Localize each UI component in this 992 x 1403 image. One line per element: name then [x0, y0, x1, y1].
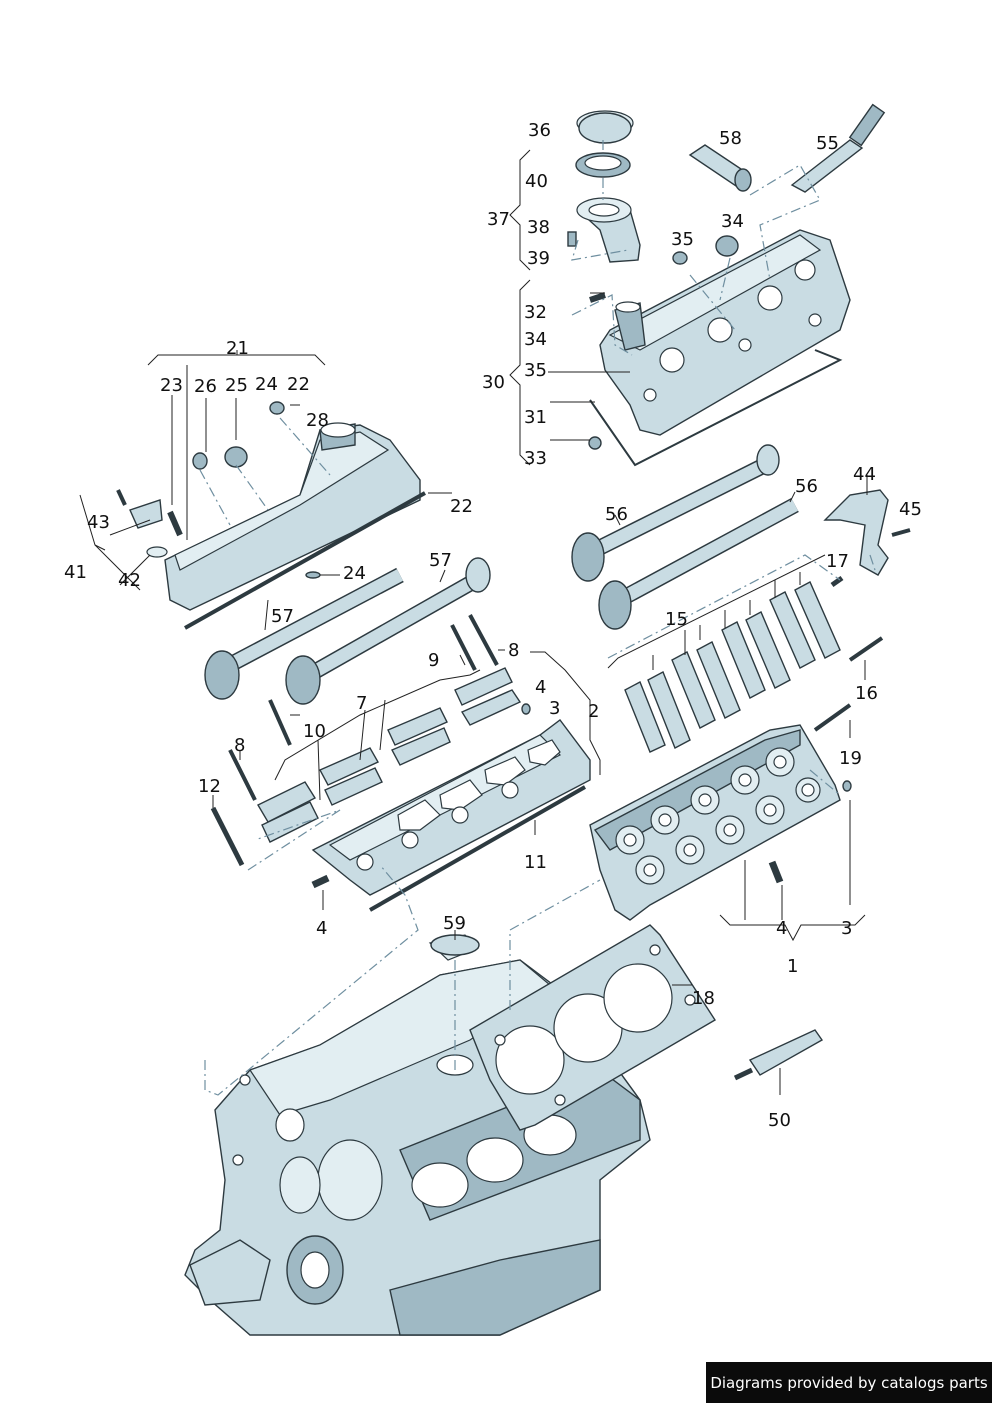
callout-15: 15: [665, 609, 688, 630]
callout-44: 44: [853, 464, 876, 485]
callout-38: 38: [527, 217, 550, 238]
crankcase-breather-hose: [688, 144, 752, 192]
callout-labels: 36 40 37 38 39 58 55 35 34 32 34 30 35 3…: [64, 120, 922, 1131]
callout-8: 8: [508, 640, 519, 661]
callout-59: 59: [443, 913, 466, 934]
callout-24: 24: [255, 374, 278, 395]
left-valve-cover-gasket: [184, 491, 426, 630]
callout-3: 3: [549, 698, 560, 719]
callout-50: 50: [768, 1110, 791, 1131]
callout-32: 32: [524, 302, 547, 323]
callout-34: 34: [524, 329, 547, 350]
callout-35: 35: [671, 229, 694, 250]
callout-19: 19: [839, 748, 862, 769]
callout-4: 4: [776, 918, 787, 939]
callout-16: 16: [855, 683, 878, 704]
oil-filler-assembly: [567, 110, 641, 263]
right-camshaft-bearing-caps: [624, 581, 841, 753]
left-camshaft-bearing-caps: [257, 667, 522, 843]
callout-23: 23: [160, 375, 183, 396]
left-valve-cover: [164, 422, 421, 611]
left-camshafts: [204, 557, 491, 705]
callout-18: 18: [692, 988, 715, 1009]
alignment-lines: [199, 140, 876, 1096]
callout-8: 8: [234, 735, 245, 756]
callout-34: 34: [721, 211, 744, 232]
right-camshafts: [571, 444, 799, 630]
left-head-gasket-strip: [369, 785, 586, 912]
callout-21: 21: [226, 338, 249, 359]
callout-30: 30: [482, 372, 505, 393]
callout-39: 39: [527, 248, 550, 269]
callout-22: 22: [450, 496, 473, 517]
callout-56: 56: [795, 476, 818, 497]
callout-24: 24: [343, 563, 366, 584]
callout-41: 41: [64, 562, 87, 583]
callout-3: 3: [841, 918, 852, 939]
callout-2: 2: [588, 701, 599, 722]
right-valve-cover-gasket: [589, 349, 843, 467]
callout-36: 36: [528, 120, 551, 141]
right-valve-cover: [599, 229, 851, 436]
provider-credit-banner: Diagrams provided by catalogs parts: [706, 1362, 992, 1403]
callout-26: 26: [194, 376, 217, 397]
callout-10: 10: [303, 721, 326, 742]
callout-9: 9: [428, 650, 439, 671]
callout-28: 28: [306, 410, 329, 431]
callout-22: 22: [287, 374, 310, 395]
callout-25: 25: [225, 375, 248, 396]
callout-57: 57: [429, 550, 452, 571]
cylinder-head-gasket: [469, 924, 716, 1131]
right-cylinder-head: [589, 724, 841, 921]
callout-4: 4: [535, 677, 546, 698]
callout-40: 40: [525, 171, 548, 192]
fasteners: [116, 235, 911, 1081]
callout-7: 7: [356, 693, 367, 714]
left-cylinder-head: [311, 719, 591, 896]
callout-4: 4: [316, 918, 327, 939]
callout-58: 58: [719, 128, 742, 149]
callout-56: 56: [605, 504, 628, 525]
callout-37: 37: [487, 209, 510, 230]
callout-43: 43: [87, 512, 110, 533]
callout-12: 12: [198, 776, 221, 797]
callout-33: 33: [524, 448, 547, 469]
leader-lines: [79, 149, 868, 1095]
callout-55: 55: [816, 133, 839, 154]
callout-42: 42: [118, 570, 141, 591]
callout-57: 57: [271, 606, 294, 627]
fuel-injector: [790, 103, 886, 193]
callout-1: 1: [787, 956, 798, 977]
callout-17: 17: [826, 551, 849, 572]
callout-11: 11: [524, 852, 547, 873]
callout-35: 35: [524, 360, 547, 381]
callout-45: 45: [899, 499, 922, 520]
callout-31: 31: [524, 407, 547, 428]
